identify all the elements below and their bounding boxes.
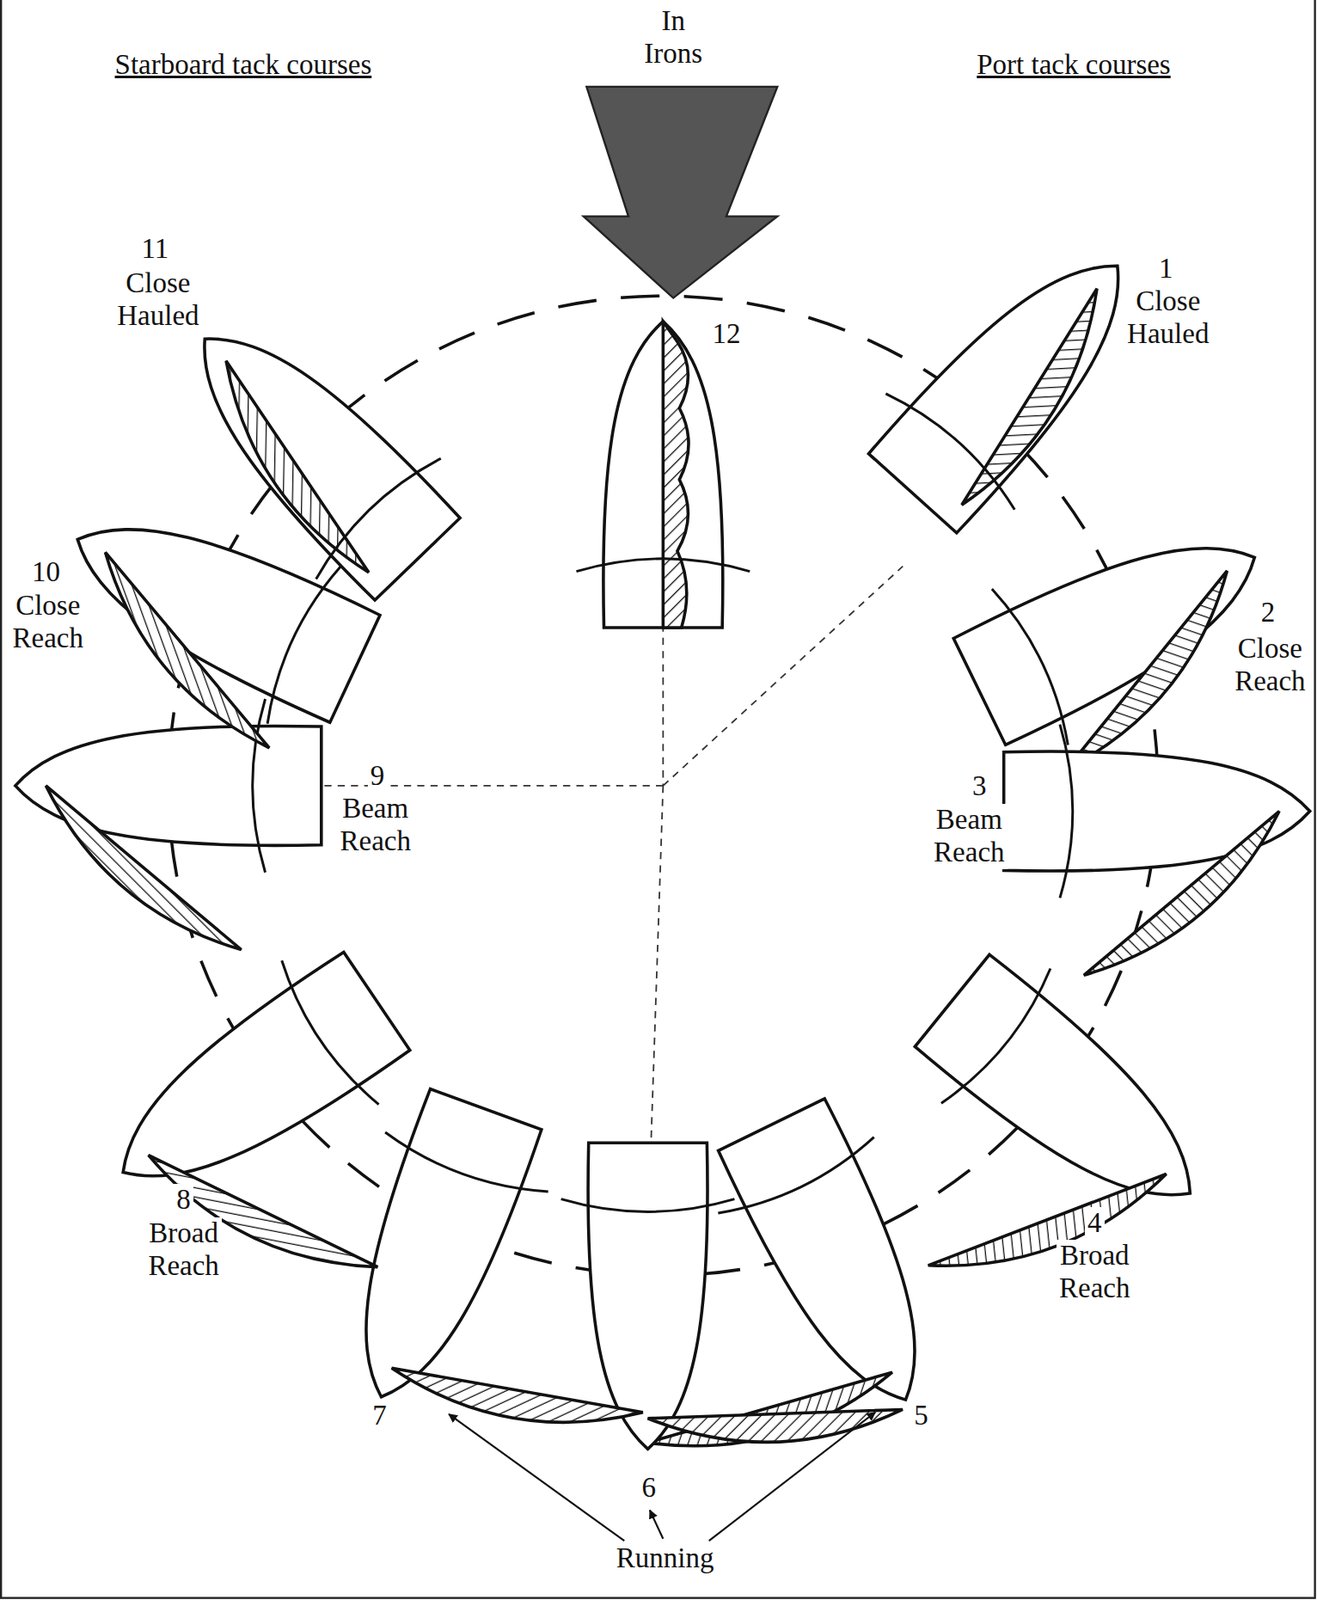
sailboat (848, 208, 1183, 552)
sail (929, 288, 1138, 512)
sail (1084, 811, 1280, 976)
course-label: Close Reach (1231, 632, 1308, 699)
tiller-arc (380, 1132, 549, 1204)
callout-number: 1 (1156, 252, 1177, 286)
tiller-arc (717, 1137, 880, 1226)
sail (648, 1408, 903, 1442)
tiller-arc (885, 384, 1023, 510)
course-label: Close Hauled (114, 267, 202, 333)
boats (15, 208, 1311, 1511)
tiller-arc (252, 698, 266, 873)
course-label: Close Reach (10, 589, 86, 656)
callout-number: 7 (369, 1399, 390, 1433)
section-heading: Starboard tack courses (112, 49, 375, 82)
tiller-arc (561, 1199, 736, 1213)
callout-number: 12 (709, 318, 743, 351)
sail (187, 361, 401, 580)
tiller-arc (1059, 724, 1073, 899)
tiller-arc (575, 558, 750, 572)
running-arrows (448, 1412, 876, 1542)
sailboat (74, 929, 501, 1356)
sailboat (545, 1086, 984, 1510)
wind-arrow (583, 86, 778, 299)
callout-number: 3 (969, 770, 990, 803)
tiller-arc (270, 960, 379, 1112)
sailboat (561, 1142, 903, 1449)
hull (717, 1098, 960, 1427)
tiller-arc (941, 968, 1060, 1112)
sail (45, 785, 241, 950)
sail (928, 1093, 1167, 1346)
callout-number: 10 (29, 556, 63, 589)
tiller-arc (992, 583, 1080, 746)
course-label: Running (613, 1542, 717, 1575)
callout-number: 2 (1258, 596, 1279, 630)
hull (1004, 751, 1311, 871)
course-label: Broad Reach (1056, 1239, 1133, 1305)
hull (89, 951, 411, 1222)
hull (914, 954, 1228, 1240)
tiller-arc (306, 449, 441, 580)
course-label: Close Hauled (1124, 285, 1212, 351)
sail (388, 1326, 644, 1464)
hull (324, 1088, 542, 1417)
tiller-arc (256, 561, 342, 724)
hull (603, 321, 723, 628)
reference-lines (321, 566, 903, 1149)
luffing-sail (662, 321, 689, 628)
hull (161, 297, 460, 601)
course-label: Beam Reach (931, 803, 1007, 870)
sail (148, 1084, 379, 1339)
course-label: In Irons (641, 5, 705, 71)
course-label: Beam Reach (336, 792, 413, 858)
sailboat (575, 321, 750, 628)
callout-number: 5 (911, 1399, 932, 1433)
hull (588, 1142, 708, 1449)
sailboat (15, 698, 322, 950)
callout-number: 4 (1084, 1206, 1105, 1240)
callout-number: 8 (173, 1183, 194, 1217)
sail (60, 551, 316, 748)
callout-number: 9 (367, 759, 388, 793)
callout-number: 11 (138, 232, 172, 266)
hull (15, 725, 322, 846)
callout-number: 6 (638, 1471, 659, 1505)
sailboat (300, 1079, 723, 1483)
hull (868, 226, 1163, 534)
course-label: Broad Reach (145, 1217, 221, 1283)
sailboat (1004, 724, 1311, 976)
section-heading: Port tack courses (973, 49, 1173, 82)
